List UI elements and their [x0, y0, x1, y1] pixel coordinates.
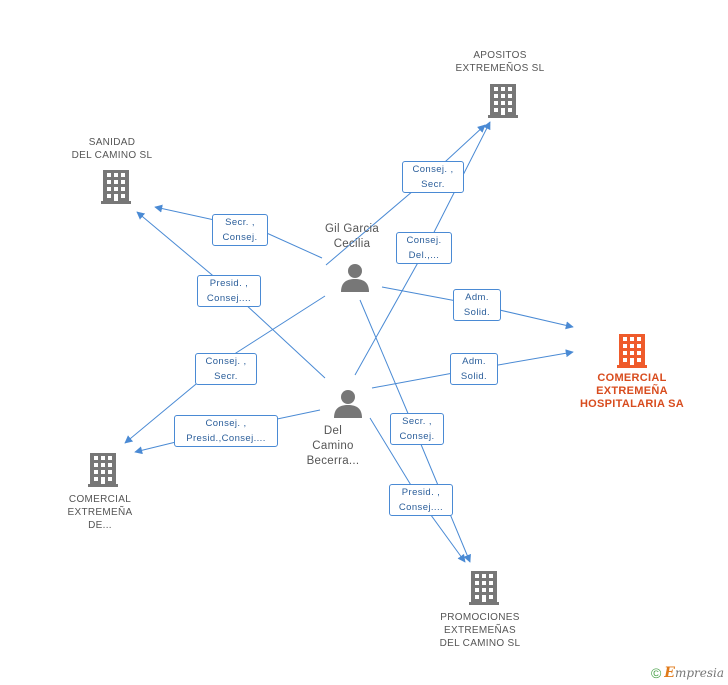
relation-line: Consej. ,	[412, 164, 454, 175]
company-apositos-line-2: EXTREMEÑOS SL	[455, 63, 545, 74]
relation-line: Consej.	[399, 431, 435, 442]
relation-line: Presid. ,	[209, 278, 249, 289]
footer-brand: © Empresia	[651, 665, 724, 681]
person-del-line-1: Del	[323, 425, 343, 437]
relation-label[interactable]: Secr. , Consej.	[390, 413, 444, 445]
company-apositos-line-1: APOSITOS	[473, 50, 527, 61]
company-comercial-hosp-line-3: HOSPITALARIA SA	[579, 398, 685, 410]
relation-line: Secr. ,	[402, 416, 432, 427]
person-gil-line-1: Gil Garcia	[324, 223, 380, 235]
brand-logo[interactable]: Empresia	[664, 665, 724, 681]
brand-name: mpresia	[674, 666, 724, 680]
company-sanidad-label: SANIDAD DEL CAMINO SL	[52, 136, 172, 162]
company-promociones-line-1: PROMOCIONES	[440, 612, 520, 623]
relation-line: Consej.	[222, 232, 258, 243]
relation-line: Secr. ,	[225, 217, 255, 228]
person-gil-line-2: Cecilia	[333, 238, 371, 250]
copyright-symbol: ©	[650, 665, 662, 681]
company-comercial-hosp-line-1: COMERCIAL	[597, 372, 667, 384]
company-comercial-de-label: COMERCIAL EXTREMEÑA DE...	[40, 493, 160, 532]
company-apositos-label: APOSITOS EXTREMEÑOS SL	[440, 49, 560, 75]
person-icon[interactable]	[340, 262, 370, 292]
company-promociones-line-3: DEL CAMINO SL	[439, 638, 521, 649]
relation-label[interactable]: Adm. Solid.	[450, 353, 498, 385]
relation-line: Presid. ,	[401, 487, 441, 498]
company-comercial-de-line-1: COMERCIAL	[68, 494, 132, 505]
relation-line: Solid.	[460, 371, 488, 382]
person-icon[interactable]	[333, 388, 363, 418]
company-sanidad-line-1: SANIDAD	[88, 137, 136, 148]
relation-line: Del.,...	[408, 250, 440, 261]
relation-line: Presid.,Consej....	[186, 433, 266, 444]
relation-line: Consej. ,	[205, 356, 247, 367]
relation-label[interactable]: Consej. , Presid.,Consej....	[174, 415, 278, 447]
building-icon[interactable]	[469, 571, 499, 605]
company-comercial-de-line-2: EXTREMEÑA	[67, 507, 133, 518]
relation-line: Adm.	[465, 292, 489, 303]
relation-label[interactable]: Adm. Solid.	[453, 289, 501, 321]
building-icon[interactable]	[101, 170, 131, 204]
relation-line: Solid.	[463, 307, 491, 318]
relation-label[interactable]: Presid. , Consej....	[197, 275, 261, 307]
building-icon[interactable]	[617, 334, 647, 368]
person-del-line-2: Camino	[312, 440, 354, 452]
company-comercial-hospitalaria-label: COMERCIAL EXTREMEÑA HOSPITALARIA SA	[562, 372, 702, 411]
company-promociones-line-2: EXTREMEÑAS	[444, 625, 516, 636]
company-comercial-de-line-3: DE...	[88, 520, 112, 531]
person-del-label: Del Camino Becerra...	[298, 424, 368, 469]
relation-label[interactable]: Presid. , Consej....	[389, 484, 453, 516]
brand-initial: E	[664, 665, 675, 681]
building-icon[interactable]	[488, 84, 518, 118]
company-comercial-hosp-line-2: EXTREMEÑA	[596, 385, 668, 397]
relation-line: Consej. ,	[205, 418, 247, 429]
relation-line: Secr.	[421, 179, 445, 190]
person-gil-label: Gil Garcia Cecilia	[304, 222, 400, 252]
relation-label[interactable]: Secr. , Consej.	[212, 214, 268, 246]
relation-line: Consej.	[406, 235, 442, 246]
person-del-line-3: Becerra...	[306, 455, 360, 467]
relation-line: Consej....	[206, 293, 252, 304]
relation-label[interactable]: Consej. Del.,...	[396, 232, 452, 264]
relation-line: Consej....	[398, 502, 444, 513]
relation-label[interactable]: Consej. , Secr.	[402, 161, 464, 193]
company-promociones-label: PROMOCIONES EXTREMEÑAS DEL CAMINO SL	[420, 611, 540, 650]
relation-line: Adm.	[462, 356, 486, 367]
relation-line: Secr.	[214, 371, 238, 382]
building-icon[interactable]	[88, 453, 118, 487]
relation-label[interactable]: Consej. , Secr.	[195, 353, 257, 385]
company-sanidad-line-2: DEL CAMINO SL	[71, 150, 153, 161]
